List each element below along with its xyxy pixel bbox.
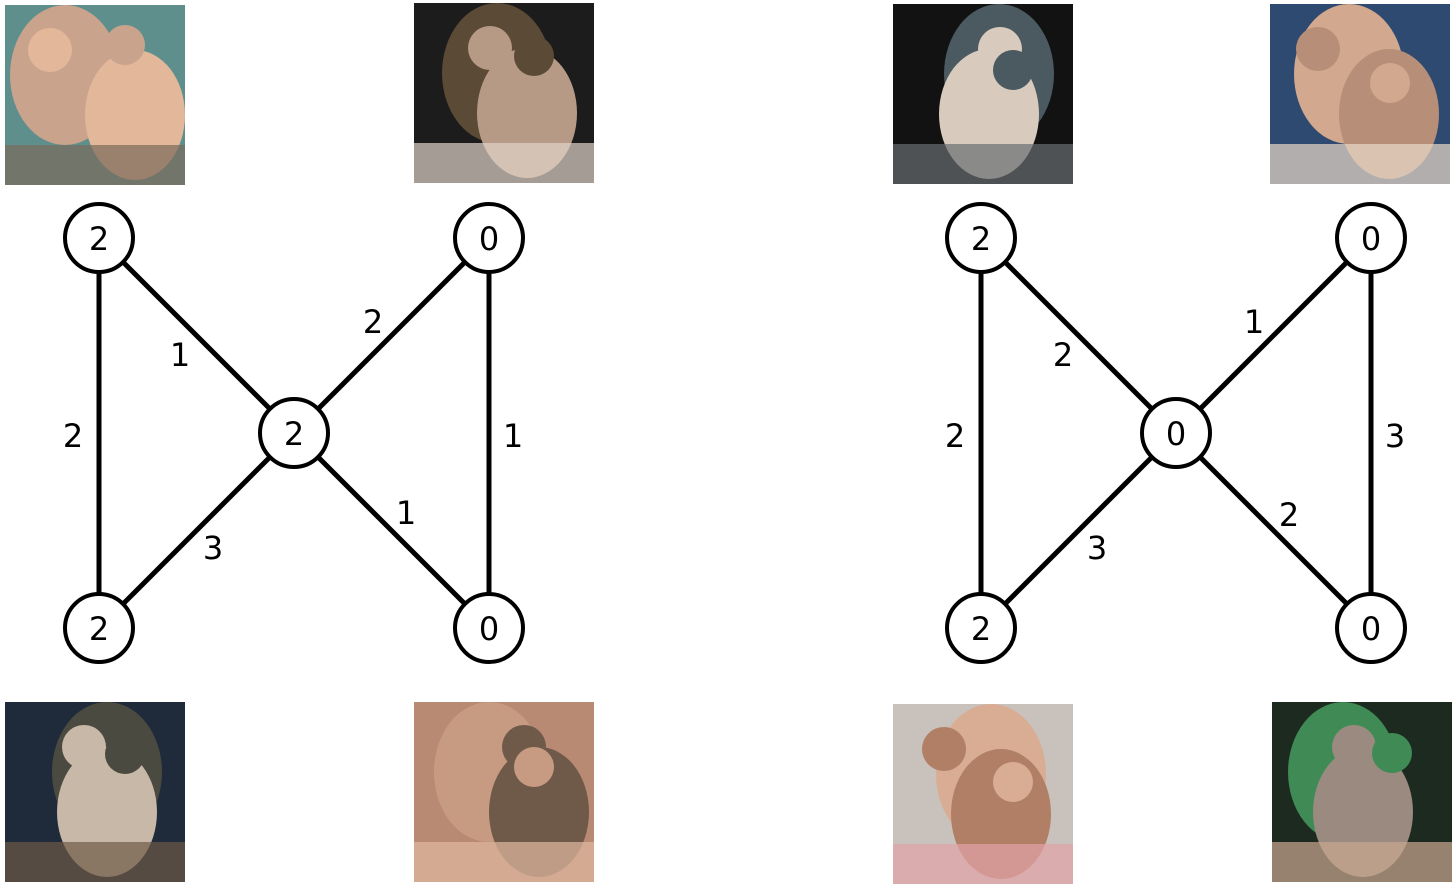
photo-figures-icon: [893, 4, 1073, 184]
node-tr: [1335, 202, 1407, 274]
photo-bottom-left-2: [414, 702, 594, 882]
edge-weight-label: 2: [1053, 336, 1073, 374]
photo-top-left-2: [414, 3, 594, 183]
node-tl: [63, 202, 135, 274]
edge-weight-label: 1: [503, 417, 523, 455]
node-label: 2: [971, 220, 991, 258]
edge-weight-label: 2: [945, 417, 965, 455]
photo-figures-icon: [893, 704, 1073, 884]
photo-top-right-1: [893, 4, 1073, 184]
node-label: 2: [89, 610, 109, 648]
node-bl: [63, 592, 135, 664]
node-label: 2: [89, 220, 109, 258]
edge-weight-label: 2: [363, 303, 383, 341]
photo-bottom-right-2: [1272, 702, 1452, 882]
edge-tl-c: [978, 235, 1179, 436]
node-label: 0: [479, 610, 499, 648]
edge-weight-label: 3: [1385, 417, 1405, 455]
node-tr: [453, 202, 525, 274]
photo-figures-icon: [414, 702, 594, 882]
edge-c-br: [1173, 430, 1374, 631]
edge-weight-label: 1: [170, 336, 190, 374]
photo-figures-icon: [5, 702, 185, 882]
edge-c-tr: [1173, 235, 1374, 436]
node-tl: [945, 202, 1017, 274]
photo-figures-icon: [5, 5, 185, 185]
photo-bottom-right-1: [893, 704, 1073, 884]
photo-figures-icon: [1270, 4, 1450, 184]
edge-c-br: [291, 430, 492, 631]
node-label: 0: [479, 220, 499, 258]
node-label: 2: [284, 415, 304, 453]
photo-figures-icon: [414, 3, 594, 183]
node-br: [453, 592, 525, 664]
node-br: [1335, 592, 1407, 664]
graph-2: 2 2 1 3 2 3 2 0 0 2 0: [945, 202, 1407, 664]
node-label: 0: [1166, 415, 1186, 453]
node-label: 2: [971, 610, 991, 648]
edge-weight-label: 2: [63, 417, 83, 455]
edge-bl-c: [978, 430, 1179, 631]
edge-weight-label: 1: [396, 494, 416, 532]
edge-c-tr: [291, 235, 492, 436]
photo-top-right-2: [1270, 4, 1450, 184]
node-c: [1140, 397, 1212, 469]
edge-bl-c: [96, 430, 297, 631]
node-c: [258, 397, 330, 469]
edge-weight-label: 3: [203, 529, 223, 567]
node-label: 0: [1361, 610, 1381, 648]
node-label: 0: [1361, 220, 1381, 258]
edge-tl-c: [96, 235, 297, 436]
photo-figures-icon: [1272, 702, 1452, 882]
edge-weight-label: 2: [1279, 496, 1299, 534]
edge-weight-label: 3: [1087, 529, 1107, 567]
graph-1: 2 1 2 1 1 3 2 0 2 2 0: [63, 202, 525, 664]
node-bl: [945, 592, 1017, 664]
edge-weight-label: 1: [1244, 303, 1264, 341]
photo-top-left-1: [5, 5, 185, 185]
photo-bottom-left-1: [5, 702, 185, 882]
